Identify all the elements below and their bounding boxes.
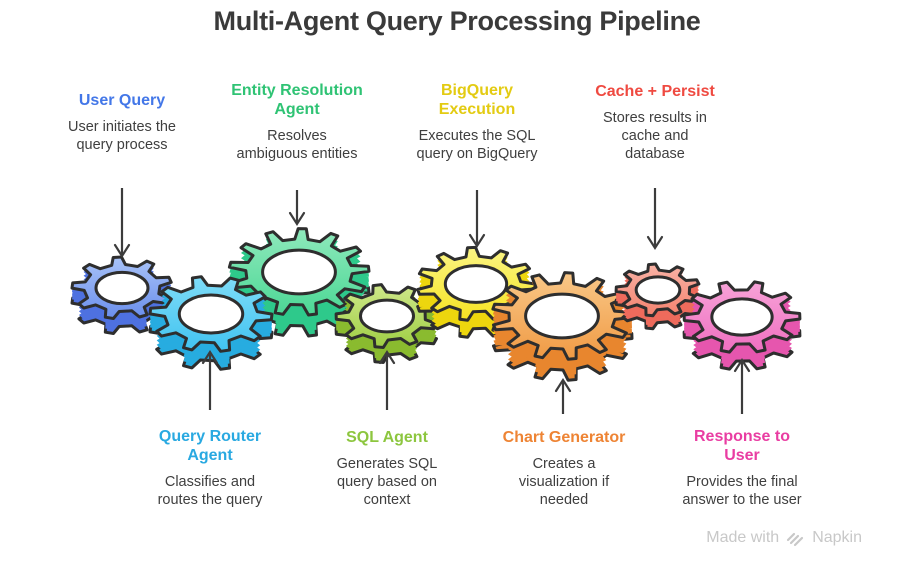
stage-cache-persist: Cache + Persist Stores results in cache … [566, 66, 744, 180]
stage-heading: Cache + Persist [595, 82, 715, 100]
user-query-gear [70, 255, 173, 335]
flow-arrow-up [554, 377, 572, 414]
stage-bigquery-execution: BigQuery Execution Executes the SQL quer… [388, 66, 566, 180]
stage-description: Creates a visualization if needed [518, 456, 610, 508]
flow-arrow-up [733, 357, 751, 414]
made-with-napkin: Made with Napkin [706, 529, 862, 547]
stage-description: Resolves ambiguous entities [236, 128, 358, 162]
flow-arrow-down [646, 188, 664, 251]
stage-description: Classifies and routes the query [157, 474, 263, 508]
query-router-gear [148, 275, 274, 371]
flow-arrow-up [201, 349, 219, 410]
stage-description: Executes the SQL query on BigQuery [416, 128, 538, 162]
stage-heading: Response to User [693, 428, 790, 464]
flow-arrow-up [378, 349, 396, 410]
page-title: Multi-Agent Query Processing Pipeline [213, 6, 701, 36]
stage-heading: Query Router Agent [158, 428, 262, 464]
cache-persist-gear [614, 262, 701, 331]
napkin-logo-icon [787, 532, 804, 546]
napkin-brand-label: Napkin [812, 529, 862, 546]
made-with-label: Made with [706, 529, 780, 546]
stage-sql-agent: SQL Agent Generates SQL query based on c… [298, 418, 476, 520]
flow-arrow-down [288, 190, 306, 227]
stage-query-router-agent: Query Router Agent Classifies and routes… [121, 418, 299, 520]
stage-response-to-user: Response to User Provides the final answ… [653, 418, 831, 520]
stage-heading: BigQuery Execution [438, 82, 516, 118]
chart-generator-gear [491, 271, 634, 382]
stage-description: Stores results in cache and database [603, 110, 707, 162]
stage-heading: SQL Agent [346, 428, 428, 446]
stage-description: Generates SQL query based on context [336, 456, 438, 508]
sql-agent-gear [334, 283, 438, 364]
flow-arrow-down [468, 190, 486, 249]
flow-arrow-down [113, 188, 131, 259]
stage-heading: Chart Generator [502, 428, 626, 446]
stage-description: User initiates the query process [68, 119, 176, 153]
stage-user-query: User Query User initiates the query proc… [33, 66, 211, 180]
stage-heading: Entity Resolution Agent [231, 82, 363, 118]
stage-chart-generator: Chart Generator Creates a visualization … [475, 418, 653, 520]
response-user-gear [682, 280, 802, 371]
stage-description: Provides the final answer to the user [682, 474, 802, 508]
stage-heading: User Query [78, 91, 166, 109]
stage-entity-resolution-agent: Entity Resolution Agent Resolves ambiguo… [208, 66, 386, 180]
